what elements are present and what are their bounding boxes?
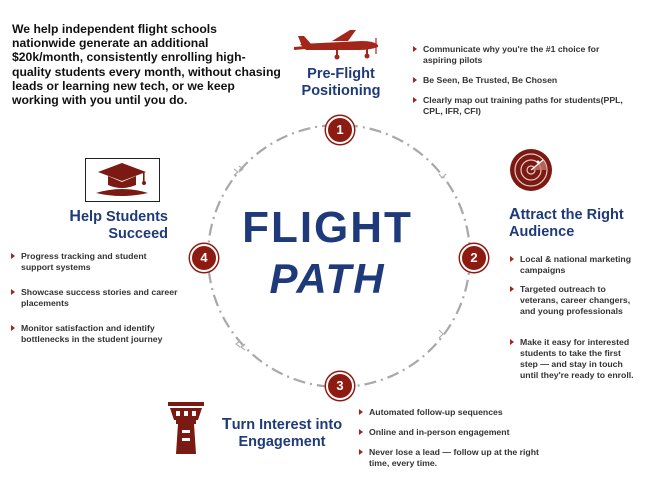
chevron-icon xyxy=(240,343,246,351)
stage-1-bullet: Communicate why you're the #1 choice for… xyxy=(412,44,632,66)
stage-4-title-rest: elp Students xyxy=(80,209,168,225)
stage-4-title-line1: Help Students xyxy=(30,208,168,226)
orbit-chevrons xyxy=(233,165,447,351)
stage-4-bullet: Showcase success stories and career plac… xyxy=(10,287,180,309)
control-tower-icon xyxy=(168,402,204,454)
stage-2-bullets: Local & national marketing campaigns Tar… xyxy=(509,254,639,381)
stage-4-title-cap: H xyxy=(69,208,81,225)
stage-3-title-line2: Engagement xyxy=(238,434,326,450)
stage-2-title: Attract the Right Audience xyxy=(509,206,649,241)
stage-1-bullets: Communicate why you're the #1 choice for… xyxy=(412,44,632,117)
chevron-icon xyxy=(438,173,447,179)
stage-3-bullets: Automated follow-up sequences Online and… xyxy=(358,407,543,469)
stage-4-title-line2: Succeed xyxy=(108,226,168,242)
center-title-flight: FLIGHT xyxy=(242,203,413,252)
graduation-cap-icon xyxy=(96,163,148,196)
stage-2-title-line1: Attract the Right xyxy=(509,206,649,224)
chevron-icon xyxy=(235,340,241,348)
stage-3-title-line1: Turn Interest into xyxy=(212,416,352,434)
stage-4-title: Help Students Succeed xyxy=(30,208,168,243)
stage-2-bullet: Local & national marketing campaigns xyxy=(509,254,639,276)
center-title-path: PATH xyxy=(269,255,386,302)
stage-4-number: 4 xyxy=(190,244,218,272)
stage-1-bullet: Be Seen, Be Trusted, Be Chosen xyxy=(412,75,632,86)
intro-text: We help independent flight schools natio… xyxy=(12,22,281,108)
graduation-cap-frame xyxy=(85,158,160,202)
stage-4-bullet: Monitor satisfaction and identify bottle… xyxy=(10,323,180,345)
stage-3-title: Turn Interest into Engagement xyxy=(212,416,352,451)
stage-1-bullet: Clearly map out training paths for stude… xyxy=(412,95,632,117)
stage-3-title-rest: urn Interest into xyxy=(231,417,343,433)
airplane-icon xyxy=(294,30,378,60)
stage-2-bullet: Targeted outreach to veterans, career ch… xyxy=(509,284,639,317)
stage-1-title-line1: Pre-Flight xyxy=(307,66,375,82)
chevron-icon xyxy=(233,168,239,176)
stage-1-number: 1 xyxy=(326,116,354,144)
stage-4-bullet: Progress tracking and student support sy… xyxy=(10,251,180,273)
stage-3-title-cap: T xyxy=(221,416,232,433)
stage-3-bullet: Automated follow-up sequences xyxy=(358,407,543,418)
stage-2-title-cap: A xyxy=(509,206,521,223)
stage-1-title-line2: Positioning xyxy=(301,83,381,99)
stage-4-bullets: Progress tracking and student support sy… xyxy=(10,251,180,345)
stage-2-title-rest: ttract the Right xyxy=(520,207,624,223)
stage-3-bullet: Never lose a lead — follow up at the rig… xyxy=(358,447,543,469)
stage-2-title-line2: Audience xyxy=(509,224,575,240)
stage-3-number: 3 xyxy=(326,372,354,400)
chevron-icon xyxy=(238,165,244,173)
stage-2-number: 2 xyxy=(460,244,488,272)
stage-3-bullet: Online and in-person engagement xyxy=(358,427,543,438)
chevron-icon xyxy=(438,329,444,339)
stage-2-bullet: Make it easy for interested students to … xyxy=(509,337,639,381)
stage-1-title: Pre-Flight Positioning xyxy=(282,66,400,100)
radar-icon xyxy=(510,149,552,191)
